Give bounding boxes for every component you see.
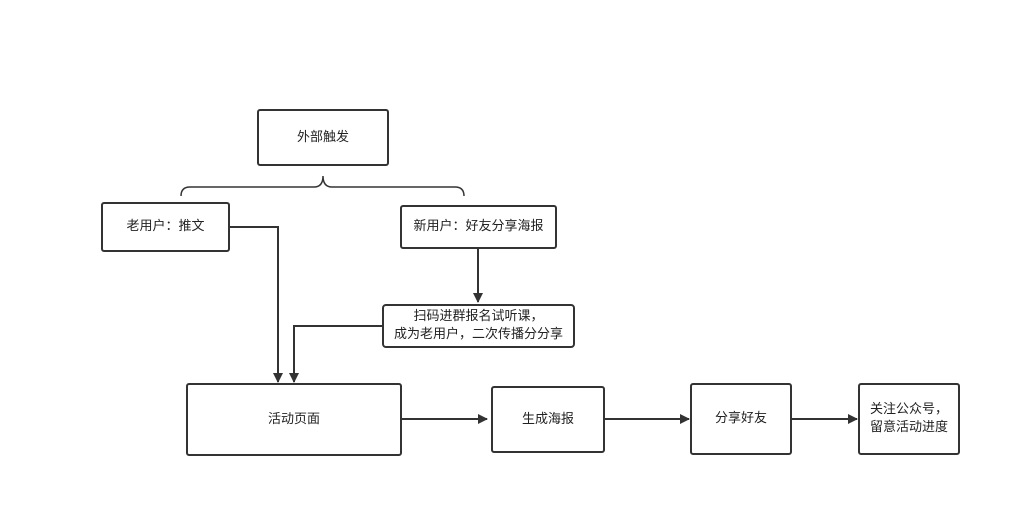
node-new-user: 新用户：好友分享海报 [400,205,557,249]
node-activity-page-label: 活动页面 [267,411,320,427]
node-share-friends: 分享好友 [690,383,792,455]
node-old-user-label: 老用户：推文 [126,219,205,235]
node-follow-account-line1: 关注公众号， [869,402,948,418]
node-scan-join: 扫码进群报名试听课， 成为老用户，二次传播分分享 [382,304,575,348]
node-generate-poster: 生成海报 [491,386,605,453]
node-scan-join-line2: 成为老用户，二次传播分分享 [393,327,563,342]
node-activity-page: 活动页面 [186,383,402,456]
node-follow-account: 关注公众号， 留意活动进度 [858,383,960,455]
edge-scan-join-to-activity-page [289,325,383,383]
node-follow-account-line2: 留意活动进度 [869,420,948,435]
node-follow-account-text: 关注公众号， 留意活动进度 [870,401,948,436]
node-old-user: 老用户：推文 [101,202,230,252]
node-new-user-label: 新用户：好友分享海报 [413,219,544,235]
node-generate-poster-label: 生成海报 [521,411,574,427]
node-share-friends-label: 分享好友 [714,411,767,427]
node-external-trigger: 外部触发 [257,109,389,166]
brace [180,175,465,197]
node-scan-join-text: 扫码进群报名试听课， 成为老用户，二次传播分分享 [394,308,563,343]
node-external-trigger-label: 外部触发 [296,129,349,145]
edge-old-user-to-activity-page [229,226,283,383]
node-scan-join-line1: 扫码进群报名试听课， [413,309,544,325]
